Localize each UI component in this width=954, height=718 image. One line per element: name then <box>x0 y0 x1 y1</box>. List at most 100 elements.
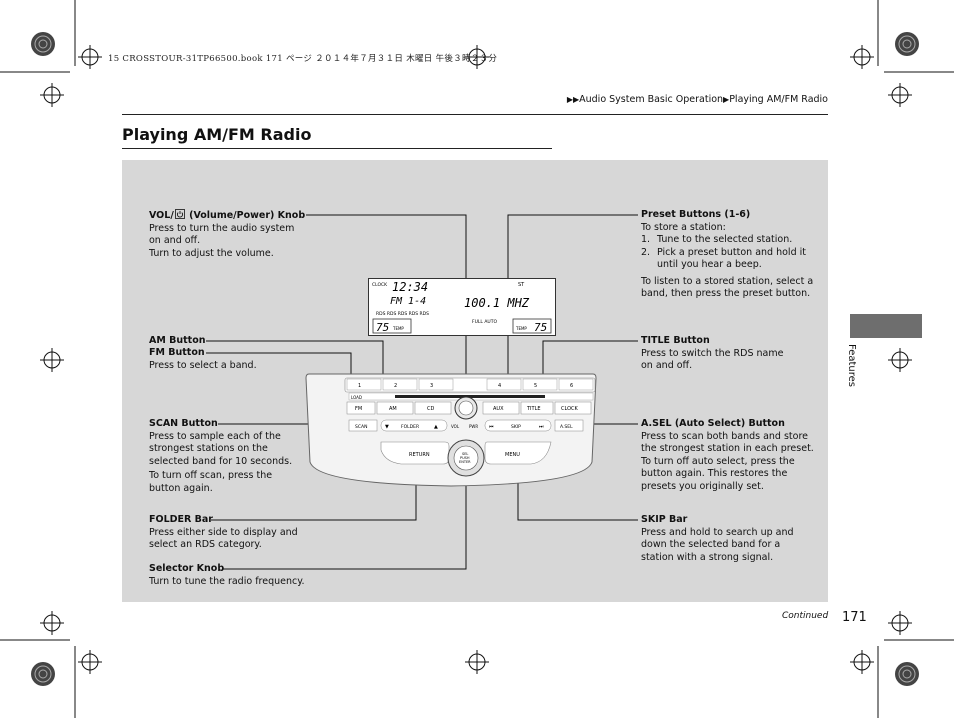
callout-text: until you hear a beep. <box>657 259 762 270</box>
callout-text: Press either side to display and <box>149 526 298 538</box>
power-icon <box>174 209 185 219</box>
aux-button-label: AUX <box>493 406 504 412</box>
menu-button[interactable] <box>484 441 552 465</box>
preset-button-1[interactable] <box>346 378 382 391</box>
callout-title: A.SEL (Auto Select) Button <box>641 418 785 429</box>
folder-bar[interactable] <box>380 419 448 432</box>
knob-label-push: PUSH <box>460 456 470 460</box>
preset-button-5[interactable] <box>522 378 558 391</box>
callout-text: selected band for 10 seconds. <box>149 455 293 467</box>
aux-button[interactable] <box>482 401 520 415</box>
skip-back-icon: ⏮ <box>489 424 494 430</box>
target-bottom-left-2 <box>78 650 102 674</box>
fm-button-label: FM <box>355 406 362 412</box>
preset-buttons: 1 2 3 4 5 6 <box>346 378 594 391</box>
callout-text: on and off. <box>149 235 201 246</box>
display-temp-label: TEMP <box>392 326 404 331</box>
callout-text: Pick a preset button and hold it <box>657 246 806 258</box>
callout-text: presets you originally set. <box>641 480 764 492</box>
menu-button-label: MENU <box>505 452 520 458</box>
registration-disc-tl <box>31 32 55 56</box>
breadcrumb: ▶▶Audio System Basic Operation▶Playing A… <box>567 94 828 105</box>
breadcrumb-item-current: Playing AM/FM Radio <box>729 94 828 105</box>
callout-text: Turn to tune the radio frequency. <box>149 575 305 587</box>
continued-note: Continued <box>782 611 829 621</box>
clock-button[interactable] <box>554 401 592 415</box>
callout-volume-knob: VOL/ (Volume/Power) Knob Press to turn t… <box>149 209 305 260</box>
callout-text: down the selected band for a <box>641 539 781 550</box>
callout-text: To listen to a stored station, select a <box>641 275 814 287</box>
band-buttons: FM AM CD AUX TITLE CLOCK <box>346 401 592 415</box>
load-button-label: LOAD <box>351 395 362 400</box>
callout-text: station with a strong signal. <box>641 551 774 563</box>
callout-text: button again. <box>149 482 213 494</box>
am-button[interactable] <box>376 401 414 415</box>
vol-label: VOL <box>451 424 460 429</box>
scan-button[interactable] <box>348 419 378 432</box>
skip-bar-label: SKIP <box>511 424 521 430</box>
callout-text: Press to switch the RDS name <box>641 347 784 359</box>
preset-step-1: 1.Tune to the selected station. <box>641 234 813 247</box>
callout-text: To turn off auto select, press the <box>641 455 795 467</box>
target-bottom-right <box>850 650 874 674</box>
asel-button-label: A.SEL <box>560 424 573 430</box>
fm-button[interactable] <box>346 401 376 415</box>
display-full-auto: FULL AUTO <box>472 319 497 325</box>
cd-button[interactable] <box>414 401 452 415</box>
callout-title: Selector Knob <box>149 563 225 574</box>
knob-label-enter: ENTER <box>459 460 471 464</box>
display-temp-right: 75 <box>534 321 547 334</box>
callout-text: To store a station: <box>641 221 726 233</box>
folder-down-icon: ▼ <box>385 424 389 430</box>
preset-label: 3 <box>430 383 433 389</box>
callout-text: Turn to adjust the volume. <box>149 247 274 259</box>
callout-title: TITLE Button <box>641 335 710 346</box>
callout-text: Press and hold to search up and <box>641 526 794 538</box>
callout-skip-bar: SKIP Bar Press and hold to search up and… <box>641 514 794 564</box>
preset-button-2[interactable] <box>382 378 418 391</box>
target-bottom-right-2 <box>888 611 912 635</box>
callout-title: SCAN Button <box>149 418 218 429</box>
callout-text: Press to turn the audio system <box>149 222 295 234</box>
preset-label: 1 <box>358 383 361 389</box>
callout-text: the strongest station in each preset. <box>641 443 814 454</box>
preset-button-4[interactable] <box>486 378 522 391</box>
skip-forward-icon: ⏭ <box>539 424 544 430</box>
display-temp-left: 75 <box>376 321 389 334</box>
step-number: 2. <box>641 246 651 258</box>
callout-title: Preset Buttons (1-6) <box>641 209 751 220</box>
target-top-right-2 <box>888 83 912 107</box>
callout-folder-bar: FOLDER Bar Press either side to display … <box>149 514 298 552</box>
title-underline <box>122 148 552 149</box>
return-button[interactable] <box>380 441 450 465</box>
scan-button-label: SCAN <box>355 424 367 430</box>
display-rds-codes: RDS RDS RDS RDS RDS <box>376 311 429 317</box>
display-frequency: 100.1 MHZ <box>464 296 530 310</box>
printer-slug-line: 15 CROSSTOUR-31TP66500.book 171 ページ ２０１４… <box>108 54 498 64</box>
pwr-label: PWR <box>469 424 478 429</box>
page-number: 171 <box>842 610 867 625</box>
section-tab-label: Features <box>846 344 857 387</box>
preset-button-6[interactable] <box>558 378 594 391</box>
audio-head-unit: 1 2 3 4 5 6 LOAD FM AM CD AUX TITLE CLOC… <box>305 373 597 487</box>
asel-button[interactable] <box>554 419 584 432</box>
callout-title: (Volume/Power) Knob <box>185 210 306 221</box>
title-button[interactable] <box>520 401 554 415</box>
callout-scan-button: SCAN Button Press to sample each of the … <box>149 418 292 495</box>
preset-button-3[interactable] <box>418 378 454 391</box>
display-clock: 12:34 <box>392 280 428 294</box>
callout-preset-buttons: Preset Buttons (1-6) To store a station:… <box>641 209 813 301</box>
skip-bar[interactable] <box>484 419 552 432</box>
callout-text: Press to scan both bands and store <box>641 430 809 442</box>
target-bottom-center <box>465 650 489 674</box>
breadcrumb-arrow-icon: ▶ <box>723 95 730 104</box>
display-stereo: ST <box>518 282 525 288</box>
preset-label: 6 <box>570 383 573 389</box>
target-top-left-2 <box>40 83 64 107</box>
radio-display: CLOCK 12:34 ST FM 1-4 100.1 MHZ RDS RDS … <box>368 278 556 336</box>
return-button-label: RETURN <box>409 452 430 458</box>
breadcrumb-item-parent[interactable]: Audio System Basic Operation <box>579 94 724 105</box>
title-button-label: TITLE <box>526 406 541 412</box>
preset-label: 2 <box>394 383 397 389</box>
